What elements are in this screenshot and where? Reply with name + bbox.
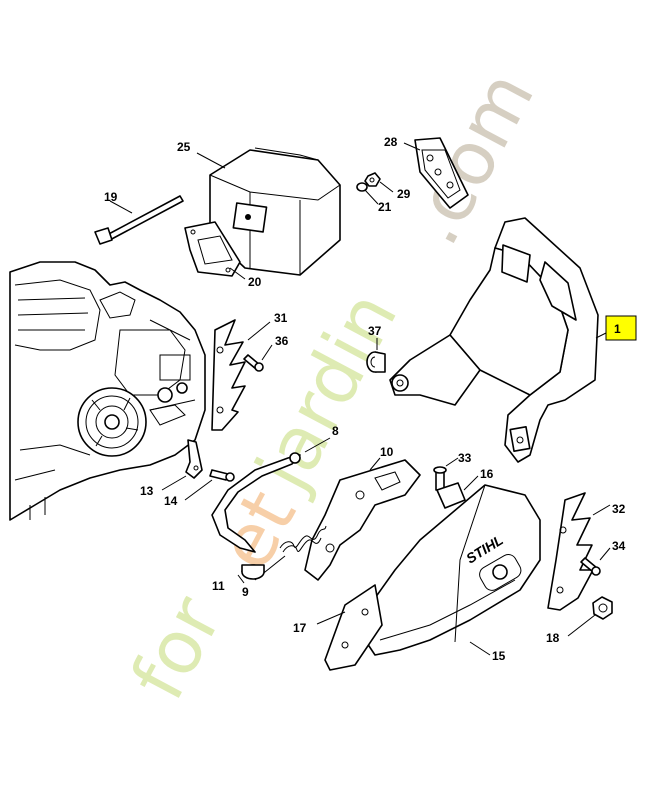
part-19-stud <box>94 195 184 245</box>
label-part-9: 9 <box>242 585 249 599</box>
part-17-chain-guide <box>316 584 383 671</box>
clutch-drum <box>77 387 147 457</box>
label-part-28: 28 <box>384 135 398 149</box>
part-34-screw <box>580 547 611 576</box>
part-8-brake-band <box>211 437 331 553</box>
part-1-hand-guard <box>389 217 613 463</box>
part-13-lever <box>161 439 203 491</box>
label-part-17: 17 <box>293 621 307 635</box>
label-part-18: 18 <box>546 631 560 645</box>
label-part-29: 29 <box>397 187 411 201</box>
part-36-screw <box>243 344 273 372</box>
part-15-sprocket-cover: STIHL <box>364 484 541 656</box>
label-part-8: 8 <box>332 424 339 438</box>
part-21-washer <box>356 182 379 205</box>
part-16-nut <box>436 475 479 509</box>
label-part-32: 32 <box>612 502 626 516</box>
label-part-13: 13 <box>140 484 154 498</box>
label-part-16: 16 <box>480 467 494 481</box>
part-10-brake-lever <box>304 457 421 581</box>
part-32-spike-bumper <box>547 492 611 611</box>
part-29-nut <box>364 172 394 193</box>
part-11-sleeve <box>237 564 265 584</box>
label-part-33: 33 <box>458 451 472 465</box>
label-part-31: 31 <box>274 311 288 325</box>
label-part-34: 34 <box>612 539 626 553</box>
label-part-14: 14 <box>164 494 178 508</box>
engine-housing <box>9 261 206 521</box>
part-25-muffler <box>196 147 341 276</box>
label-part-21: 21 <box>378 200 392 214</box>
label-part-11: 11 <box>212 579 225 593</box>
label-part-36: 36 <box>275 334 289 348</box>
watermark-text-for: for <box>115 583 239 714</box>
part-28-plate <box>403 137 469 209</box>
label-part-25: 25 <box>177 140 191 154</box>
label-part-37: 37 <box>368 324 382 338</box>
part-31-spike-bumper <box>211 319 271 431</box>
part-number-labels: 1 8 9 10 11 13 14 15 16 17 18 19 20 21 2… <box>104 135 626 663</box>
label-part-10: 10 <box>380 445 394 459</box>
part-33-screw <box>433 457 459 491</box>
part-14-screw <box>184 469 235 501</box>
part-20-gasket <box>184 221 246 280</box>
label-part-1: 1 <box>614 322 621 336</box>
part-18-nut <box>567 596 613 637</box>
highlight-box-part-1 <box>605 315 637 341</box>
label-part-15: 15 <box>492 649 506 663</box>
part-37-bushing <box>366 338 386 373</box>
label-part-20: 20 <box>248 275 262 289</box>
label-part-19: 19 <box>104 190 118 204</box>
